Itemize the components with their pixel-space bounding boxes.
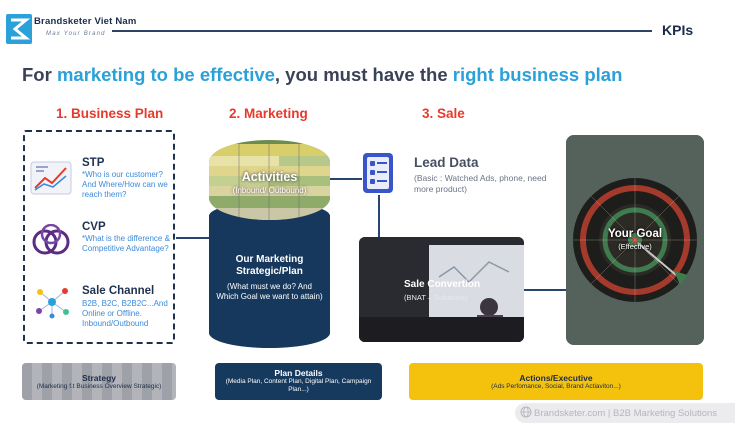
sale-conversion-title: Sale Convertion [404, 279, 481, 290]
page-title: For marketing to be effective, you must … [22, 64, 622, 86]
plan-details-bar: Plan Details (Media Plan, Content Plan, … [215, 363, 382, 400]
overlapping-circles-icon [32, 224, 70, 255]
activities-table-icon [209, 140, 330, 220]
lead-data-desc: (Basic : Watched Ads, phone, need more p… [414, 173, 547, 194]
step-business-plan: 1. Business Plan [56, 106, 164, 121]
stp-desc: *Who is our customer? And Where/How can … [82, 170, 168, 199]
page-label: KPIs [662, 22, 694, 38]
actions-executive-bar: Actions/Executive (Ads Perfomance, Socia… [409, 363, 703, 400]
presentation-photo-icon [359, 237, 524, 342]
step-marketing: 2. Marketing [229, 106, 308, 121]
brand-logo-icon [6, 14, 32, 44]
connector-lead-sale [378, 195, 380, 238]
activities-title: Activities [241, 170, 298, 184]
strategy-bar-title: Strategy [81, 373, 116, 383]
marketing-strategy-title: Our Marketing Strategic/Plan [235, 254, 304, 277]
headline-highlight-2: right business plan [452, 64, 623, 85]
actions-executive-title: Actions/Executive [519, 373, 593, 383]
headline-highlight-1: marketing to be effective [56, 64, 275, 85]
activities-subtitle: (Inbound/ Outbound) [232, 186, 307, 195]
goal-dartboard-photo [566, 135, 704, 345]
lead-data-icon [363, 153, 393, 193]
stp-title: STP [82, 157, 105, 169]
plan-details-desc: (Media Plan, Content Plan, Digital Plan,… [225, 378, 372, 393]
network-nodes-icon [36, 288, 69, 319]
footer-text: Brandsketer.com | B2B Marketing Solution… [534, 408, 718, 419]
dartboard-icon [566, 135, 704, 345]
cvp-desc: *What is the difference & Competitive Ad… [82, 234, 170, 253]
business-plan-panel [23, 130, 175, 344]
connector-plan-marketing [176, 237, 210, 239]
connector-sale-goal [524, 289, 568, 291]
chart-growth-icon [30, 161, 72, 195]
lead-data-title: Lead Data [414, 155, 479, 170]
cvp-title: CVP [82, 221, 106, 233]
plan-details-title: Plan Details [274, 368, 323, 378]
step-sale: 3. Sale [422, 106, 465, 121]
strategy-bar-desc: (Marketing f.t Business Overview Strateg… [36, 383, 162, 390]
marketing-strategy-desc: (What must we do? And Which Goal we want… [216, 282, 323, 301]
actions-executive-desc: (Ads Perfomance, Social, Brand Actiavito… [491, 383, 621, 390]
marketing-cylinder-body [209, 215, 330, 333]
globe-icon [520, 406, 532, 418]
header-divider [112, 30, 652, 32]
sale-channel-title: Sale Channel [82, 285, 155, 297]
headline-part1: For [22, 64, 57, 85]
connector-marketing-lead [330, 178, 362, 180]
goal-title: Your Goal [607, 228, 663, 240]
strategy-bar-texture [22, 363, 176, 400]
strategy-bar: Strategy (Marketing f.t Business Overvie… [22, 363, 176, 400]
brand-name: Brandsketer Viet Nam [34, 16, 137, 27]
sale-conversion-subtitle: (BNAT – Solutions) [404, 293, 468, 302]
marketing-cylinder-base [209, 318, 330, 348]
sale-conversion-photo [359, 237, 524, 342]
footer-bar [515, 403, 735, 423]
headline-part2: , you must have the [274, 64, 453, 85]
brand-tagline: Max Your Brand [46, 31, 106, 37]
goal-subtitle: (Effective) [618, 242, 652, 251]
activities-table-image [209, 140, 330, 220]
sale-channel-desc: B2B, B2C, B2B2C...And Online or Offline.… [82, 299, 168, 328]
